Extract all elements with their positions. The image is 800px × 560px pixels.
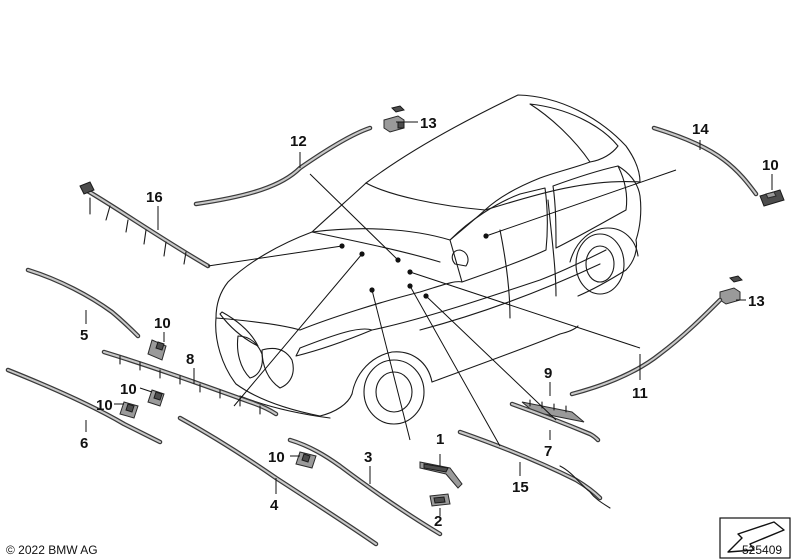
label-5: 5 (80, 327, 88, 344)
part-7-wiring-strip (509, 401, 601, 443)
label-10-d: 10 (268, 449, 285, 466)
label-10-right: 10 (762, 157, 779, 174)
part-1-bracket (419, 461, 463, 489)
part-10-connector-b (147, 389, 165, 407)
part-3-wiring-strip (287, 437, 443, 537)
label-15: 15 (512, 479, 529, 496)
part-10-connector-d (295, 451, 317, 469)
label-8: 8 (186, 351, 194, 368)
part-12-wiring-strip (193, 125, 373, 207)
part-labels: 13 12 16 14 10 13 11 5 10 8 10 10 6 10 4… (80, 115, 779, 530)
label-13-top: 13 (420, 115, 437, 132)
copyright-text: © 2022 BMW AG (6, 543, 98, 557)
label-13-right: 13 (748, 293, 765, 310)
part-5-wiring-strip (25, 267, 141, 339)
label-10-c: 10 (96, 397, 113, 414)
part-11-wiring-strip (569, 297, 723, 397)
label-6: 6 (80, 435, 88, 452)
part-6-wiring-strip (5, 367, 163, 445)
figure-number: 525409 (742, 543, 782, 557)
label-7: 7 (544, 443, 552, 460)
part-10-connector-right (759, 189, 785, 207)
part-10-connector-c (119, 401, 139, 419)
leader-dots (339, 233, 489, 299)
label-2: 2 (434, 513, 442, 530)
part-14-wiring-strip (651, 125, 759, 197)
label-10-b: 10 (120, 381, 137, 398)
leader-lines (85, 121, 773, 516)
label-16: 16 (146, 189, 163, 206)
label-3: 3 (364, 449, 372, 466)
part-13-connector-top (383, 105, 405, 133)
part-8-cable-duct (101, 349, 279, 417)
label-4: 4 (270, 497, 279, 514)
part-15-cable-duct (457, 429, 611, 509)
part-4-wiring-strip (177, 415, 379, 547)
part-2-clip (429, 493, 451, 507)
arrow-down-left-icon (719, 517, 791, 559)
label-9: 9 (544, 365, 552, 382)
part-10-connector-a (147, 339, 167, 361)
part-16-cable-duct (79, 181, 211, 269)
label-1: 1 (436, 431, 444, 448)
label-11: 11 (632, 385, 648, 402)
label-14: 14 (692, 121, 709, 138)
vehicle-outline (215, 94, 642, 425)
label-12: 12 (290, 133, 307, 150)
label-10-a: 10 (154, 315, 171, 332)
